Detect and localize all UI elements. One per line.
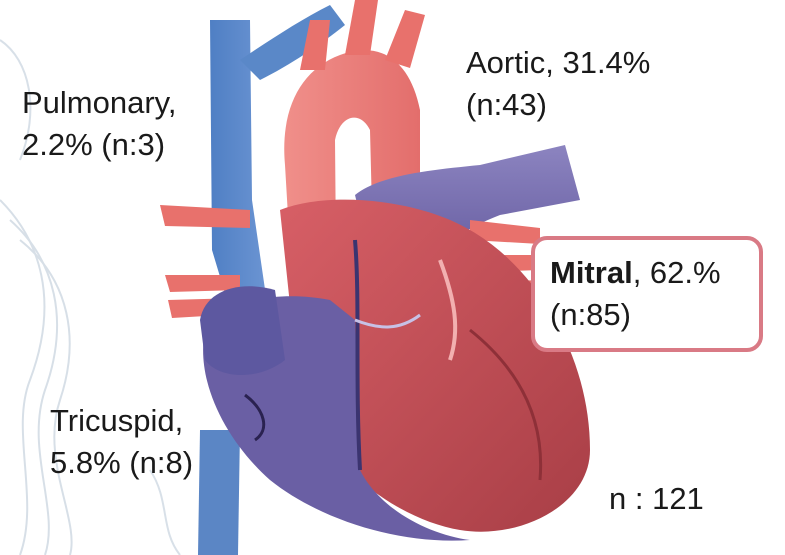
aortic-valve-label: Aortic, 31.4% (n:43) xyxy=(466,42,650,126)
mitral-valve-label: Mitral, 62.% (n:85) xyxy=(550,252,721,336)
aortic-branch-3 xyxy=(385,10,425,68)
inferior-vena-cava xyxy=(198,430,240,555)
pulmonary-valve-label: Pulmonary, 2.2% (n:3) xyxy=(22,82,177,166)
tricuspid-label-line2: 5.8% (n:8) xyxy=(50,442,193,484)
total-count-label: n : 121 xyxy=(609,478,704,520)
tricuspid-label-line1: Tricuspid, xyxy=(50,400,193,442)
right-atrium xyxy=(200,286,285,375)
mitral-label-name: Mitral xyxy=(550,255,633,290)
aortic-label-line1: Aortic, 31.4% xyxy=(466,42,650,84)
mitral-label-line1: Mitral, 62.% xyxy=(550,252,721,294)
aortic-branch-2 xyxy=(345,0,378,55)
mitral-label-line2: (n:85) xyxy=(550,294,721,336)
pulmonary-label-line1: Pulmonary, xyxy=(22,82,177,124)
pulmonary-label-line2: 2.2% (n:3) xyxy=(22,124,177,166)
mitral-label-percent: , 62.% xyxy=(633,255,721,290)
aortic-label-line2: (n:43) xyxy=(466,84,650,126)
tricuspid-valve-label: Tricuspid, 5.8% (n:8) xyxy=(50,400,193,484)
